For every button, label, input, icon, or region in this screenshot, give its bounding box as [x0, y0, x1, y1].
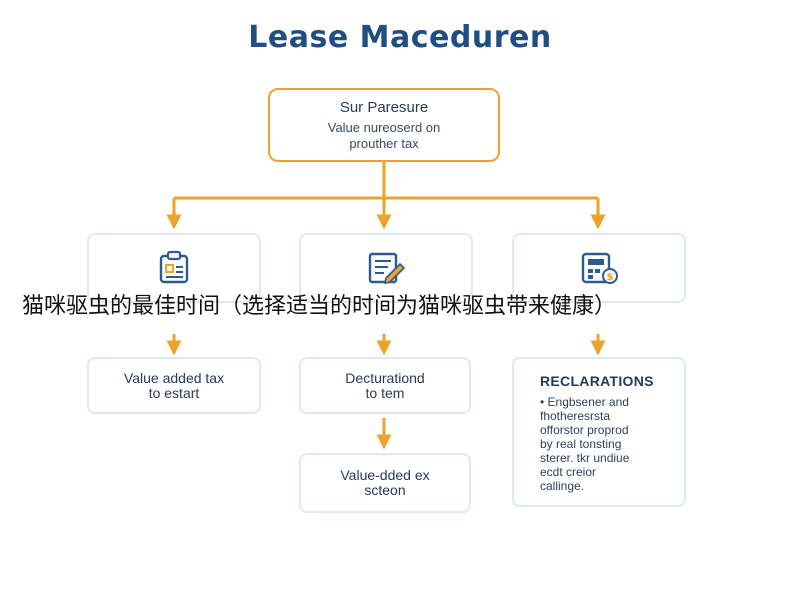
top-node-heading: Sur Paresure — [339, 98, 429, 116]
reclarations-line-5: sterer. tkr undiue — [540, 451, 630, 465]
node-value-added-tax-line-1: Value added tax — [123, 369, 225, 386]
reclarations-line-4: by real tonsting — [540, 437, 622, 451]
top-node-line-1: Value nureoserd on — [327, 119, 441, 135]
node-value-dded-line-1: Value-dded ex — [340, 467, 430, 483]
node-decuration-line-1: Decturationd — [345, 369, 425, 386]
icon-node-3: $ — [512, 233, 686, 303]
node-value-added-tax: Value added tax to estart — [87, 357, 261, 414]
node-value-dded-line-2: scteon — [364, 482, 406, 498]
document-pen-icon — [368, 252, 406, 285]
overlay-caption: 猫咪驱虫的最佳时间（选择适当的时间为猫咪驱虫带来健康） — [22, 294, 617, 319]
node-decuration-line-2: to tem — [365, 384, 405, 401]
diagram-title: Lease Maceduren — [248, 20, 552, 55]
icon-node-1 — [87, 233, 261, 303]
node-value-dded: Value-dded ex scteon — [299, 453, 471, 513]
reclarations-line-3: offorstor proprod — [540, 423, 629, 437]
reclarations-line-1: • Engbsener and — [540, 395, 629, 409]
node-reclarations-body: • Engbsener and fhotheresrsta offorstor … — [540, 395, 629, 493]
node-reclarations-heading: RECLARATIONS — [540, 373, 654, 389]
reclarations-line-6: ecdt creior — [540, 465, 597, 479]
clipboard-icon — [159, 250, 189, 284]
reclarations-line-2: fhotheresrsta — [540, 409, 611, 423]
node-decuration: Decturationd to tem — [299, 357, 471, 414]
node-reclarations: RECLARATIONS • Engbsener and fhotheresrs… — [512, 357, 686, 507]
node-value-added-tax-line-2: to estart — [148, 384, 200, 401]
svg-text:$: $ — [607, 272, 614, 283]
icon-node-2 — [299, 233, 473, 303]
top-node: Sur Paresure Value nureoserd on prouther… — [268, 88, 500, 162]
top-node-line-2: prouther tax — [349, 135, 419, 151]
reclarations-line-7: callinge. — [540, 479, 585, 493]
calculator-coin-icon: $ — [581, 252, 618, 284]
